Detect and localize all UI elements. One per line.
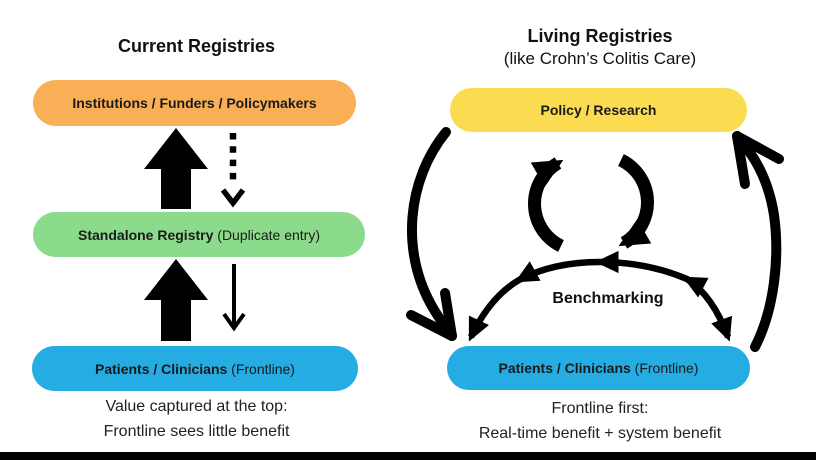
- right-panel-subtitle: (like Crohn’s Colitis Care): [503, 49, 697, 68]
- thin-down-arrow-icon: [222, 264, 246, 332]
- right-panel-title: Living Registries: [527, 26, 673, 46]
- caption-line: Frontline sees little benefit: [103, 423, 290, 440]
- cycle-right-arc-arrow-icon: [617, 154, 654, 249]
- caption-line: Real-time benefit + system benefit: [478, 425, 722, 442]
- left-panel-caption: Value captured at the top: Frontline see…: [33, 394, 360, 444]
- bottom-border-bar: [0, 452, 816, 460]
- caption-line: Value captured at the top:: [105, 398, 288, 415]
- dashed-down-arrow-icon: [220, 133, 246, 208]
- node-sublabel: (Frontline): [227, 360, 295, 377]
- node-standalone-registry: Standalone Registry (Duplicate entry): [33, 212, 365, 257]
- node-patients-clinicians-left: Patients / Clinicians (Frontline): [32, 346, 358, 391]
- outer-left-curve-arrow-icon: [406, 127, 457, 341]
- node-policy-research: Policy / Research: [450, 88, 747, 132]
- benchmarking-label: Benchmarking: [552, 290, 664, 307]
- cycle-left-arc-arrow-icon: [528, 157, 565, 252]
- up-block-arrow-icon: [144, 259, 208, 341]
- node-label: Patients / Clinicians: [498, 360, 631, 376]
- node-label: Patients / Clinicians: [95, 360, 228, 377]
- node-patients-clinicians-right: Patients / Clinicians (Frontline): [447, 346, 750, 390]
- left-panel-title: Current Registries: [117, 36, 276, 56]
- caption-line: Frontline first:: [551, 400, 649, 417]
- node-label: Standalone Registry: [78, 226, 214, 243]
- node-sublabel: (Duplicate entry): [213, 226, 320, 243]
- node-label: Institutions / Funders / Policymakers: [72, 95, 317, 111]
- outer-right-curve-arrow-icon: [732, 131, 784, 352]
- up-block-arrow-icon: [144, 128, 208, 209]
- node-institutions-funders-policymakers: Institutions / Funders / Policymakers: [33, 80, 356, 126]
- right-panel-caption: Frontline first: Real-time benefit + sys…: [447, 396, 753, 446]
- node-label: Policy / Research: [540, 102, 657, 118]
- node-sublabel: (Frontline): [630, 360, 699, 376]
